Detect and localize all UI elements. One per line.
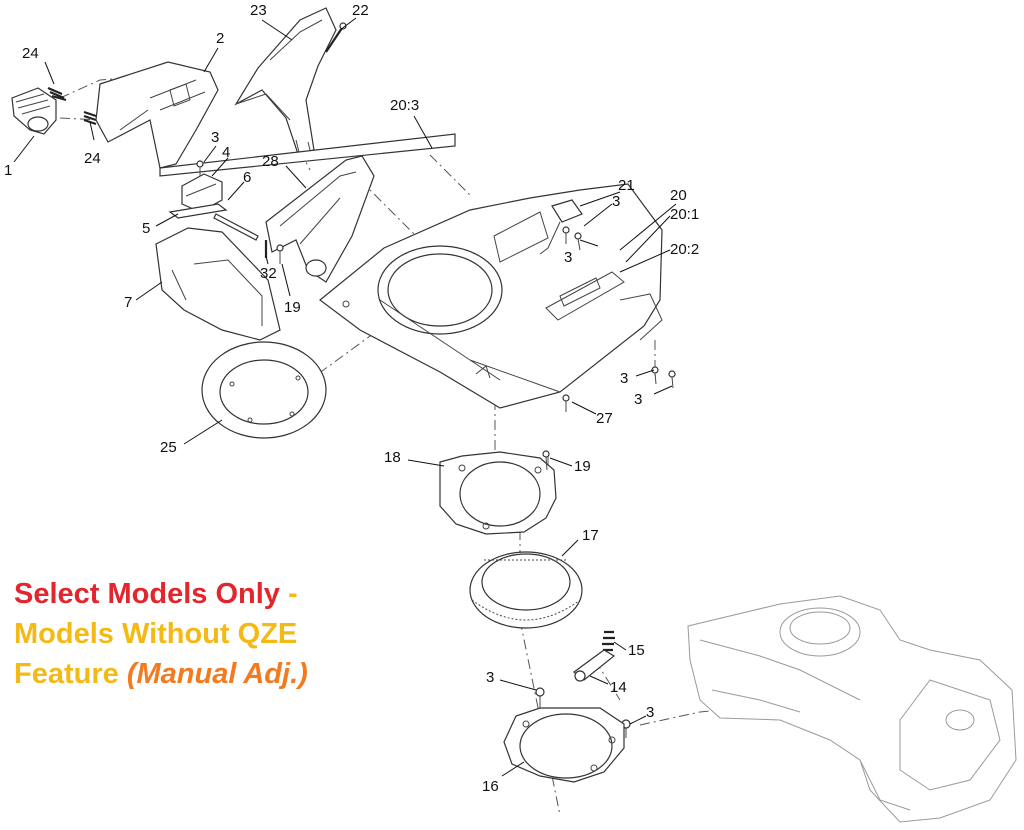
part-2-control-housing [95, 61, 219, 169]
part-3-screws [535, 226, 676, 738]
callout-3-clip: 3 [612, 193, 620, 210]
callout-16: 16 [482, 778, 499, 795]
part-20-3-strip [159, 133, 456, 177]
part-6-rod [213, 213, 259, 241]
callout-25: 25 [160, 439, 177, 456]
callout-24-top: 24 [22, 45, 39, 62]
callout-19-lower: 19 [574, 458, 591, 475]
callout-19-upper: 19 [284, 299, 301, 316]
callout-27: 27 [596, 410, 613, 427]
model-note: Select Models Only - Models Without QZE … [14, 574, 308, 694]
part-1-knob [11, 87, 57, 135]
part-20-main-housing [319, 183, 663, 409]
part-22-bolt [325, 22, 347, 53]
callout-3-right-a: 3 [620, 370, 628, 387]
callout-1: 1 [4, 162, 12, 179]
part-23-deflector [234, 7, 337, 159]
callout-6: 6 [243, 169, 251, 186]
note-line-2: Models Without QZE [14, 618, 298, 650]
note-dash: - [279, 578, 298, 610]
ghost-frame [687, 595, 1017, 823]
callout-32: 32 [260, 265, 277, 282]
part-7-shield [155, 227, 281, 341]
callout-14: 14 [610, 679, 627, 696]
callout-2: 2 [216, 30, 224, 47]
callout-4: 4 [222, 144, 230, 161]
part-24-springs [47, 86, 97, 126]
part-16-base-plate [503, 707, 625, 783]
part-21-clip [539, 199, 583, 255]
note-line-1: Select Models Only [14, 578, 280, 610]
callout-22: 22 [352, 2, 369, 19]
note-line-3a: Feature [14, 658, 127, 690]
callout-20-3: 20:3 [390, 97, 419, 114]
callout-3-base-right: 3 [646, 704, 654, 721]
part-25-ring [201, 341, 327, 439]
part-14-lever [573, 649, 616, 682]
part-28-support [265, 155, 375, 283]
part-4-bracket [181, 160, 223, 213]
part-15-spring [602, 630, 615, 652]
part-27-screw [562, 394, 570, 412]
callout-labels: 1 24 24 2 23 22 3 4 6 5 7 28 32 19 25 20… [4, 2, 699, 795]
callout-15: 15 [628, 642, 645, 659]
part-18-mounting-plate [439, 451, 557, 535]
callout-28: 28 [262, 153, 279, 170]
callout-3-base: 3 [486, 669, 494, 686]
note-line-3b: (Manual Adj.) [126, 658, 308, 690]
callout-20: 20 [670, 187, 687, 204]
part-19-screw-upper [276, 244, 284, 264]
callout-18: 18 [384, 449, 401, 466]
callout-3-housing: 3 [564, 249, 572, 266]
leader-lines [13, 17, 677, 777]
callout-20-2: 20:2 [670, 241, 699, 258]
callout-24-bottom: 24 [84, 150, 101, 167]
part-19-screw-lower [542, 450, 550, 471]
callout-7: 7 [124, 294, 132, 311]
callout-5: 5 [142, 220, 150, 237]
callout-21: 21 [618, 177, 635, 194]
callout-3-bracket: 3 [211, 129, 219, 146]
callout-23: 23 [250, 2, 267, 19]
callout-20-1: 20:1 [670, 206, 699, 223]
callout-3-right-b: 3 [634, 391, 642, 408]
part-17-gear-ring [469, 551, 583, 629]
callout-17: 17 [582, 527, 599, 544]
